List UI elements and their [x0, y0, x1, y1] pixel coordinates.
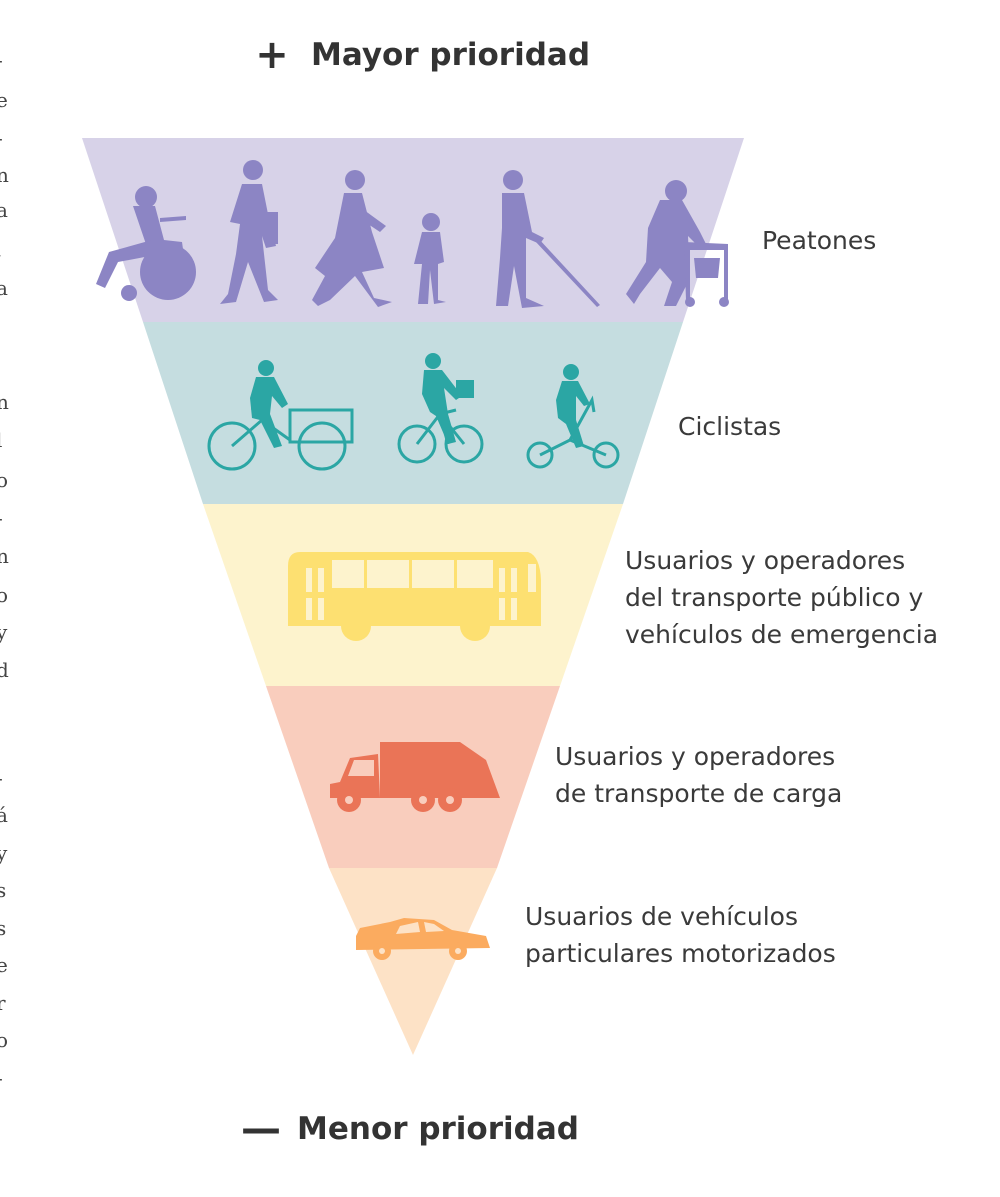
margin-char: a [0, 198, 8, 222]
margin-char: y [0, 620, 8, 644]
top-priority-label: + Mayor prioridad [255, 32, 590, 78]
margin-char: o [0, 468, 9, 492]
folding-bike-rider [556, 364, 590, 448]
bottom-priority-label: — Menor prioridad [241, 1106, 579, 1152]
margin-char: n [0, 544, 9, 568]
margin-char: y [0, 841, 8, 865]
car-windows [379, 922, 461, 954]
minus-icon: — [241, 1106, 281, 1152]
label-vehiculos-particulares: Usuarios de vehículos particulares motor… [525, 902, 836, 968]
margin-char: - [0, 50, 3, 70]
bottom-priority-text: Menor prioridad [297, 1111, 579, 1147]
margin-char: , [0, 240, 2, 260]
margin-char: - [0, 768, 3, 788]
margin-char: e [0, 88, 8, 112]
child-icon [414, 213, 446, 304]
truck-window [345, 760, 454, 804]
margin-char: o [0, 583, 9, 607]
margin-char: n [0, 163, 9, 187]
walking-woman-icon [312, 170, 392, 307]
walking-man-icon [220, 160, 278, 304]
margin-char: r [0, 991, 6, 1015]
label-peatones: Peatones [762, 226, 877, 255]
label-transporte-publico: Usuarios y operadores del transporte púb… [625, 546, 939, 649]
margin-char: l [0, 430, 2, 450]
label-ciclistas: Ciclistas [678, 412, 782, 441]
plus-icon: + [255, 32, 289, 78]
margin-char: a [0, 276, 8, 300]
margin-char: - [0, 1068, 3, 1088]
margin-char: s [0, 916, 7, 940]
margin-char: n [0, 390, 9, 414]
label-transporte-carga: Usuarios y operadores de transporte de c… [555, 742, 843, 808]
elderly-walker-icon [626, 180, 729, 307]
wheelchair-user-icon [96, 186, 196, 301]
band-particulares [329, 868, 497, 1055]
margin-char: - [0, 508, 3, 528]
margin-char: d [0, 658, 9, 682]
top-priority-text: Mayor prioridad [311, 37, 591, 73]
cargo-tricycle-rider [250, 360, 288, 448]
margin-char: o [0, 1028, 9, 1052]
bus-windows [306, 560, 536, 620]
blind-person-cane-icon [496, 170, 600, 308]
margin-char: á [0, 803, 8, 827]
band-ciclistas [143, 322, 683, 504]
margin-char: e [0, 953, 8, 977]
margin-char: s [0, 878, 7, 902]
cyclist-rider [422, 353, 474, 444]
margin-char: - [0, 128, 3, 148]
